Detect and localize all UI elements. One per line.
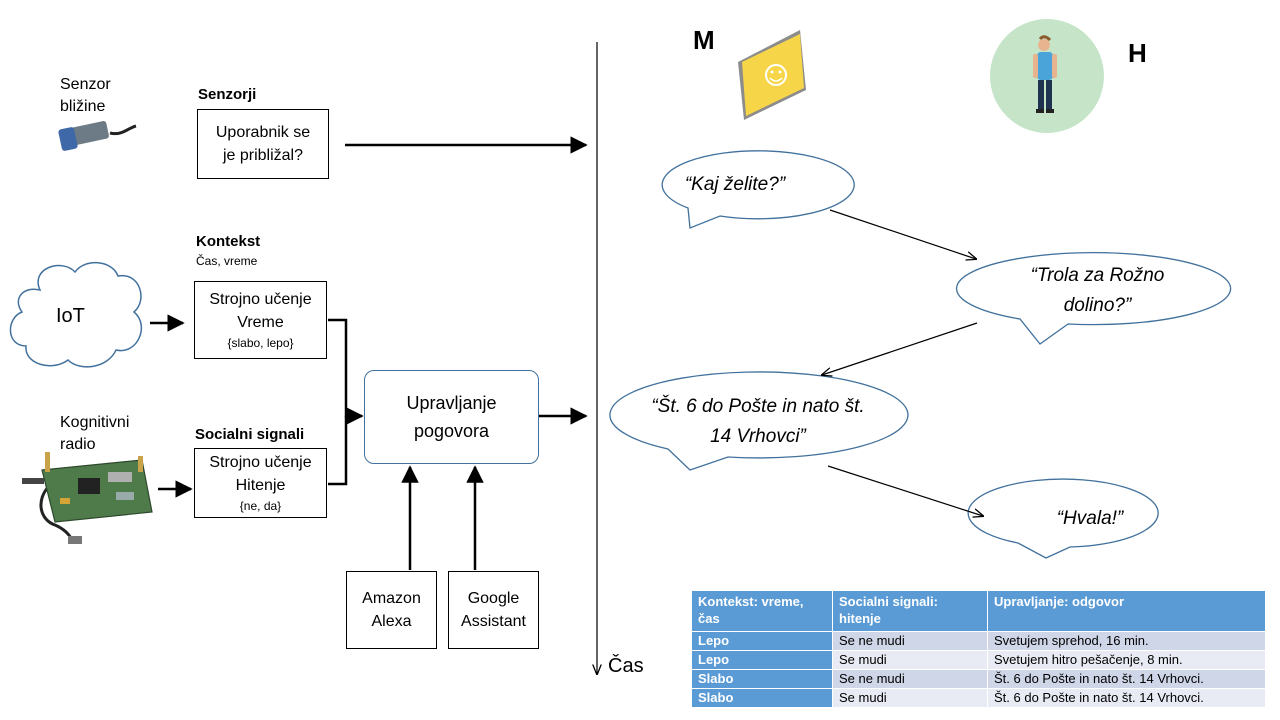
table-row: Lepo Se mudi Svetujem hitro pešačenje, 8… [691, 650, 1266, 670]
google-box: Google Assistant [448, 571, 539, 649]
table-cell: Slabo [691, 669, 833, 689]
table-cell: Se ne mudi [832, 669, 988, 689]
machine-label: M [693, 25, 715, 55]
ml-weather-box: Strojno učenje Vreme {slabo, lepo} [194, 281, 327, 359]
table-cell: Se mudi [832, 688, 988, 708]
bubble-3-text: “Št. 6 do Pošte in nato št. 14 Vrhovci” [651, 396, 865, 447]
iot-label: IoT [56, 305, 85, 327]
ml-weather-label: Vreme [237, 314, 284, 331]
sensors-title: Senzorji [198, 86, 257, 103]
dialog-manager-text: Upravljanje pogovora [406, 393, 497, 441]
bubble-1-text: “Kaj želite?” [684, 174, 786, 195]
social-title: Socialni signali [195, 426, 305, 443]
ml-hurry-box: Strojno učenje Hitenje {ne, da} [194, 448, 327, 518]
table-row: Lepo Se ne mudi Svetujem sprehod, 16 min… [691, 631, 1266, 651]
ml-hurry-title: Strojno učenje [209, 454, 312, 471]
table-cell: Svetujem sprehod, 16 min. [987, 631, 1266, 651]
sensor-label: Senzor bližine [60, 76, 111, 115]
table-cell: Svetujem hitro pešačenje, 8 min. [987, 650, 1266, 670]
ml-hurry-values: {ne, da} [239, 499, 282, 513]
table-header: Socialni signali: hitenje [832, 590, 988, 632]
table-cell: Lepo [691, 631, 833, 651]
ml-hurry-label: Hitenje [235, 477, 286, 494]
user-near-box: Uporabnik se je približal? [197, 109, 329, 179]
alexa-text: Amazon Alexa [362, 590, 421, 630]
table-cell: Se ne mudi [832, 631, 988, 651]
table-cell: Št. 6 do Pošte in nato št. 14 Vrhovci. [987, 688, 1266, 708]
context-subtitle: Čas, vreme [196, 254, 258, 268]
table-cell: Lepo [691, 650, 833, 670]
table-header: Upravljanje: odgovor [987, 590, 1266, 632]
table-header: Kontekst: vreme, čas [691, 590, 833, 632]
ml-weather-title: Strojno učenje [209, 291, 312, 308]
bubble-2-text: “Trola za Rožno dolino?” [1030, 265, 1165, 316]
bubble-4-text: “Hvala!” [1056, 508, 1124, 529]
context-title: Kontekst [196, 233, 261, 250]
screen-smiley-icon [738, 30, 806, 120]
dialog-manager-box: Upravljanje pogovora [364, 370, 539, 464]
table-cell: Se mudi [832, 650, 988, 670]
person-icon [990, 19, 1104, 133]
table-header-row: Kontekst: vreme, čas Socialni signali: h… [691, 590, 1266, 632]
alexa-box: Amazon Alexa [346, 571, 437, 649]
radio-board-icon [22, 452, 153, 544]
ml-weather-values: {slabo, lepo} [227, 336, 294, 350]
table-row: Slabo Se mudi Št. 6 do Pošte in nato št.… [691, 688, 1266, 708]
proximity-sensor-icon [58, 121, 137, 151]
google-text: Google Assistant [461, 590, 526, 630]
table-cell: Št. 6 do Pošte in nato št. 14 Vrhovci. [987, 669, 1266, 689]
time-axis-label: Čas [608, 655, 644, 677]
human-label: H [1128, 38, 1147, 68]
context-response-table: Kontekst: vreme, čas Socialni signali: h… [691, 590, 1266, 708]
user-near-text: Uporabnik se je približal? [215, 124, 311, 164]
radio-label: Kognitivni radio [60, 414, 130, 453]
table-cell: Slabo [691, 688, 833, 708]
table-row: Slabo Se ne mudi Št. 6 do Pošte in nato … [691, 669, 1266, 689]
